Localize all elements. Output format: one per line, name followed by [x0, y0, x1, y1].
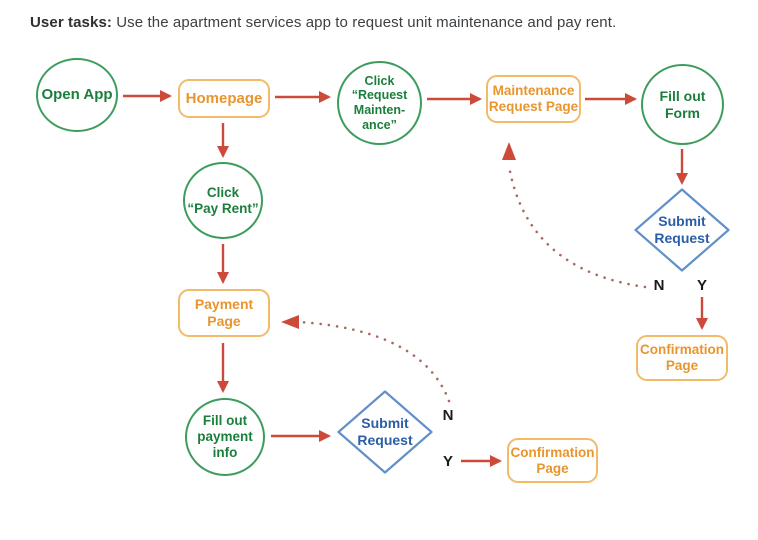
node-confirmation-page-payment: Confirmation Page — [507, 438, 598, 483]
node-maintenance-request-page: Maintenance Request Page — [486, 75, 581, 123]
branch-label-yes-maintenance: Y — [696, 276, 707, 294]
node-click-request-maintenance-label: Click “Request Mainten- ance” — [351, 73, 408, 132]
node-fill-out-payment-info: Fill out payment info — [185, 398, 265, 476]
node-homepage: Homepage — [178, 79, 270, 118]
dotted-arrow-no-to-payment-page — [297, 320, 451, 403]
node-fill-out-form: Fill out Form — [641, 64, 724, 145]
node-click-pay-rent: Click “Pay Rent” — [183, 162, 263, 239]
node-fill-out-form-label: Fill out Form — [659, 87, 706, 121]
branch-label-no-payment: N — [442, 406, 454, 424]
node-payment-page: Payment Page — [178, 289, 270, 337]
node-confirmation-page-maintenance: Confirmation Page — [636, 335, 728, 381]
node-open-app: Open App — [36, 58, 118, 132]
node-click-pay-rent-label: Click “Pay Rent” — [187, 184, 259, 216]
page-title: User tasks: Use the apartment services a… — [30, 14, 616, 31]
node-payment-page-label: Payment Page — [194, 296, 254, 329]
branch-label-yes-payment: Y — [442, 452, 453, 470]
node-click-request-maintenance: Click “Request Mainten- ance” — [337, 61, 422, 145]
node-maintenance-request-page-label: Maintenance Request Page — [488, 83, 579, 114]
diamond-shape — [634, 188, 730, 272]
node-submit-request-maintenance: Submit Request — [634, 188, 730, 272]
page-title-rest: Use the apartment services app to reques… — [111, 14, 617, 31]
node-homepage-label: Homepage — [185, 89, 263, 107]
diamond-shape — [337, 390, 433, 474]
branch-label-no-maintenance: N — [653, 276, 665, 294]
node-submit-request-payment: Submit Request — [337, 390, 433, 474]
dotted-arrow-no-to-maintenance-request-page — [507, 164, 647, 289]
dotted-arrowhead-payment — [281, 315, 299, 329]
page-title-bold: User tasks: — [30, 14, 112, 31]
node-fill-out-payment-info-label: Fill out payment info — [197, 413, 253, 460]
node-open-app-label: Open App — [41, 86, 113, 104]
node-submit-request-payment-label: Submit Request — [357, 415, 413, 448]
node-confirmation-page-maintenance-label: Confirmation Page — [640, 342, 724, 373]
node-confirmation-page-payment-label: Confirmation Page — [510, 444, 595, 476]
dotted-arrowhead-maintenance — [502, 142, 516, 160]
node-submit-request-maintenance-label: Submit Request — [654, 213, 710, 246]
